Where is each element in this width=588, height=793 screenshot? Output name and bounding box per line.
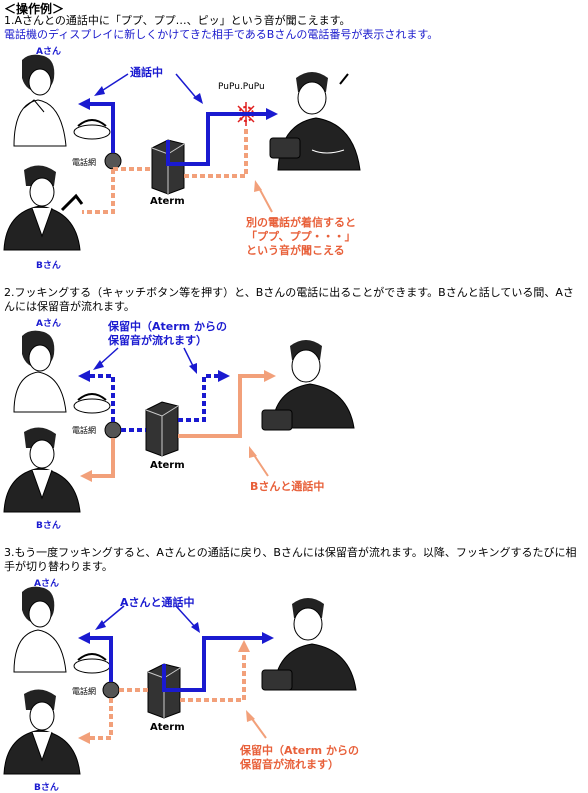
step3-person-c-icon <box>261 598 357 691</box>
step1-person-c-icon <box>269 72 361 171</box>
step1-callout-talking: 通話中 <box>130 66 163 79</box>
step2-callout-arrow-right <box>183 347 195 369</box>
step2-hold-line-blue <box>88 374 220 432</box>
step3-callout-arrow-right <box>175 605 197 629</box>
step3-callout-hold-2: 保留音が流れます） <box>240 758 339 771</box>
step3-aterm-label: Aterm <box>150 722 185 733</box>
step3-network-icon <box>102 681 120 699</box>
step3-label-a: Aさん <box>34 579 59 589</box>
step2-callout-hold-1: 保留中（Aterm からの <box>108 320 227 333</box>
step1-person-b-icon <box>3 165 84 251</box>
page-heading: ＜操作例＞ <box>4 2 65 16</box>
step2-arrowhead-right <box>218 370 230 382</box>
step2-call-line-orange <box>90 374 266 478</box>
step1-arrowhead-c <box>266 108 278 120</box>
step3-person-b-icon <box>3 689 81 775</box>
step3-person-a-icon <box>13 586 111 674</box>
step3-label-b: Bさん <box>34 783 59 793</box>
step1-incoming-line-orange <box>82 126 248 214</box>
step1-person-a-icon <box>13 54 111 147</box>
step1-pupu-sound: PuPu.PuPu <box>218 82 265 92</box>
step2-label-a: Aさん <box>36 319 61 329</box>
step3-arrowhead-b <box>78 732 90 744</box>
step3-hold-line-orange <box>88 650 246 740</box>
step1-callout-ring-3: という音が聞こえる <box>246 244 345 257</box>
step3-callout-talking-a: Aさんと通話中 <box>120 596 195 609</box>
step3-callout-hold-1: 保留中（Aterm からの <box>240 744 359 757</box>
step2-arrowhead-c <box>264 370 276 382</box>
step2-label-b: Bさん <box>36 521 61 531</box>
step1-callout-arrow-left <box>99 73 129 93</box>
step3-arrowhead-a <box>78 632 90 644</box>
step2-network-label: 電話網 <box>72 426 96 435</box>
step1-text: 1.Aさんとの通話中に「ププ、ププ…、ピッ」という音が聞こえます。 <box>4 14 351 27</box>
step1-arrowhead-a <box>78 98 90 110</box>
step2-aterm-label: Aterm <box>150 460 185 471</box>
step3-callout-arrow-left <box>99 605 125 627</box>
step2-callout-talking-b: Bさんと通話中 <box>250 480 325 493</box>
step1-aterm-label: Aterm <box>150 196 185 207</box>
step2-text: 2.フッキングする（キャッチボタン等を押す）と、Bさんの電話に出ることができます… <box>4 286 574 313</box>
step1-call-line-blue <box>88 102 268 166</box>
step3-network-label: 電話網 <box>72 687 96 696</box>
step1-callout-ring-2: 「ププ、ププ・・・」 <box>246 230 356 243</box>
step3-text: 3.もう一度フッキングすると、Aさんとの通話に戻り、Bさんには保留音が流れます。… <box>4 546 577 573</box>
step2-person-c-icon <box>261 340 355 431</box>
step2-person-a-icon <box>13 330 111 414</box>
step2-arrowhead-b <box>80 470 92 482</box>
step2-arrowhead-a <box>78 370 90 382</box>
step3-arrowhead-up <box>238 640 250 652</box>
step1-subtext: 電話機のディスプレイに新しくかけてきた相手であるBさんの電話番号が表示されます。 <box>4 28 439 41</box>
step2-callout-hold-2: 保留音が流れます） <box>108 334 207 347</box>
step2-person-b-icon <box>3 427 81 513</box>
step1-label-a: Aさん <box>36 47 61 57</box>
step2-aterm-icon <box>145 401 179 457</box>
step1-callout-ring-1: 別の電話が着信すると <box>246 216 356 229</box>
step3-arrowhead-c <box>262 632 274 644</box>
step3-call-line-blue <box>88 636 264 692</box>
step1-network-label: 電話網 <box>72 158 96 167</box>
step1-label-b: Bさん <box>36 261 61 271</box>
